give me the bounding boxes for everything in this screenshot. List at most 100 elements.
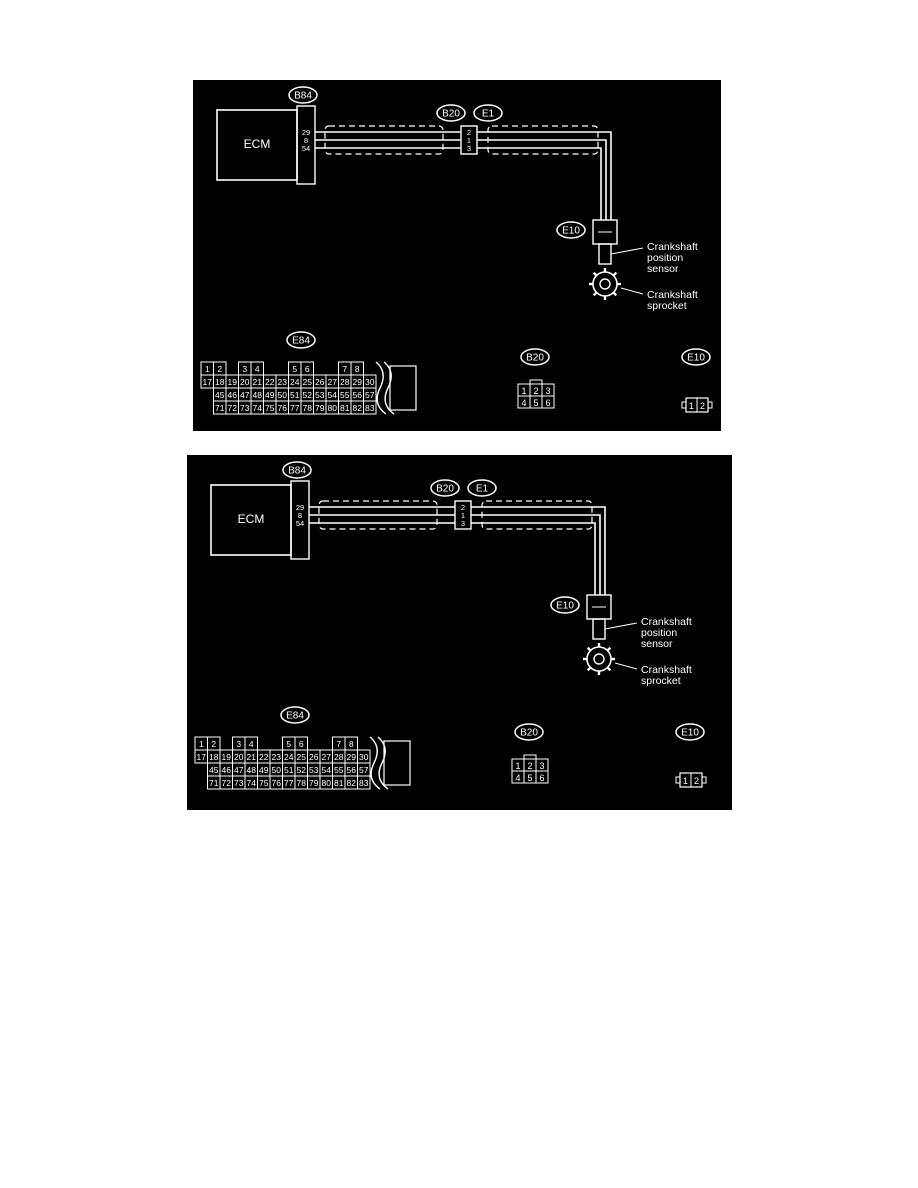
b20-latch <box>523 754 537 760</box>
b20-pin-2: 2 <box>527 761 532 771</box>
wire-sensor-2 <box>477 147 602 220</box>
e84-pin-1: 1 <box>199 739 204 749</box>
e84-pin-77: 77 <box>284 778 294 788</box>
b20-pin-6: 6 <box>545 398 550 408</box>
shield-left <box>324 125 444 155</box>
e84-pin-8: 8 <box>349 739 354 749</box>
e1-connector-label-text: E1 <box>482 109 495 120</box>
wire-sensor-2 <box>471 522 596 595</box>
intermediate-pin-0: 2 <box>467 128 471 137</box>
b20-pinout-label: B20 <box>520 348 550 366</box>
e84-break-line-2 <box>377 736 389 790</box>
b20-latch <box>529 379 543 385</box>
e84-pin-21: 21 <box>247 752 257 762</box>
e1-connector-label: E1 <box>473 104 503 122</box>
e84-pin-56: 56 <box>347 765 357 775</box>
e84-pin-71: 71 <box>209 778 219 788</box>
e84-pin-74: 74 <box>247 778 257 788</box>
sprocket-callout-1: sprocket <box>641 675 681 687</box>
e10-pinout-label-outline <box>681 348 711 366</box>
e10-latch-left <box>675 776 681 784</box>
b20-pin-5: 5 <box>533 398 538 408</box>
e84-pin-52: 52 <box>303 390 313 400</box>
e84-pin-53: 53 <box>315 390 325 400</box>
e10-pinout-label-text: E10 <box>687 353 705 364</box>
e84-pin-50: 50 <box>272 765 282 775</box>
b20-pin-2: 2 <box>533 386 538 396</box>
b20-connector-label: B20 <box>430 479 460 497</box>
e10-pin-2: 2 <box>700 401 705 411</box>
crankshaft-position-sensor <box>592 618 606 640</box>
e84-pin-1: 1 <box>205 364 210 374</box>
sprocket-wheel <box>592 271 618 297</box>
sensor-callout-2: sensor <box>641 638 673 650</box>
sensor-leader-line <box>604 622 638 630</box>
ecm-pin-2: 54 <box>302 144 310 153</box>
b20-pin-cell <box>541 395 555 409</box>
e84-pin-2: 2 <box>217 364 222 374</box>
ecm-pin-0: 29 <box>302 128 310 137</box>
e84-pin-50: 50 <box>278 390 288 400</box>
e84-pin-55: 55 <box>334 765 344 775</box>
sensor-leader-line <box>610 247 644 255</box>
e84-pin-73: 73 <box>234 778 244 788</box>
sprocket-tooth <box>586 666 592 672</box>
e84-pin-28: 28 <box>340 377 350 387</box>
e84-pin-24: 24 <box>290 377 300 387</box>
e84-pin-22: 22 <box>265 377 275 387</box>
b84-connector-label-text: B84 <box>288 466 306 477</box>
e84-pin-72: 72 <box>222 778 232 788</box>
e84-pin-54: 54 <box>322 765 332 775</box>
e84-pinout-label-text: E84 <box>286 711 304 722</box>
b20-pin-3: 3 <box>539 761 544 771</box>
b84-connector-label-outline <box>288 86 318 104</box>
e84-pin-49: 49 <box>259 765 269 775</box>
e84-pin-76: 76 <box>278 403 288 413</box>
e84-pin-80: 80 <box>322 778 332 788</box>
sprocket-wheel <box>586 646 612 672</box>
e84-pin-2: 2 <box>211 739 216 749</box>
e84-pin-80: 80 <box>328 403 338 413</box>
shield-right <box>487 125 599 155</box>
e84-pin-45: 45 <box>209 765 219 775</box>
e84-pin-46: 46 <box>228 390 238 400</box>
sensor-callout-0: Crankshaft <box>641 616 692 628</box>
ecm-connector <box>296 105 316 185</box>
b20-connector-label-outline <box>436 104 466 122</box>
e84-pin-77: 77 <box>290 403 300 413</box>
sprocket-callout-0: Crankshaft <box>641 664 692 676</box>
e84-pin-22: 22 <box>259 752 269 762</box>
e84-pin-28: 28 <box>334 752 344 762</box>
e84-pin-82: 82 <box>353 403 363 413</box>
e84-pin-72: 72 <box>228 403 238 413</box>
intermediate-pin-1: 1 <box>461 511 465 520</box>
ecm-pin-2: 54 <box>296 519 304 528</box>
e84-pin-75: 75 <box>259 778 269 788</box>
e1-connector-label-outline <box>473 104 503 122</box>
wire-sensor-1 <box>471 514 601 595</box>
e84-pin-78: 78 <box>303 403 313 413</box>
e84-pin-5: 5 <box>292 364 297 374</box>
e10-connector-label-outline <box>550 596 580 614</box>
e84-pin-4: 4 <box>249 739 254 749</box>
e84-pin-25: 25 <box>297 752 307 762</box>
e84-pin-73: 73 <box>240 403 250 413</box>
e84-pin-24: 24 <box>284 752 294 762</box>
b20-pin-4: 4 <box>521 398 526 408</box>
sprocket-tooth <box>606 646 612 652</box>
e84-pin-3: 3 <box>242 364 247 374</box>
e1-connector-label-outline <box>467 479 497 497</box>
e84-pin-7: 7 <box>342 364 347 374</box>
e84-pin-19: 19 <box>228 377 238 387</box>
ecm-pin-1: 8 <box>298 511 302 520</box>
sensor-callout-1: position <box>641 627 677 639</box>
e84-pin-47: 47 <box>240 390 250 400</box>
e10-pin-2: 2 <box>694 776 699 786</box>
e84-break-line-1 <box>375 361 387 415</box>
b20-pinout-label-text: B20 <box>520 728 538 739</box>
e84-pin-49: 49 <box>265 390 275 400</box>
e84-pinout-label: E84 <box>280 706 310 724</box>
